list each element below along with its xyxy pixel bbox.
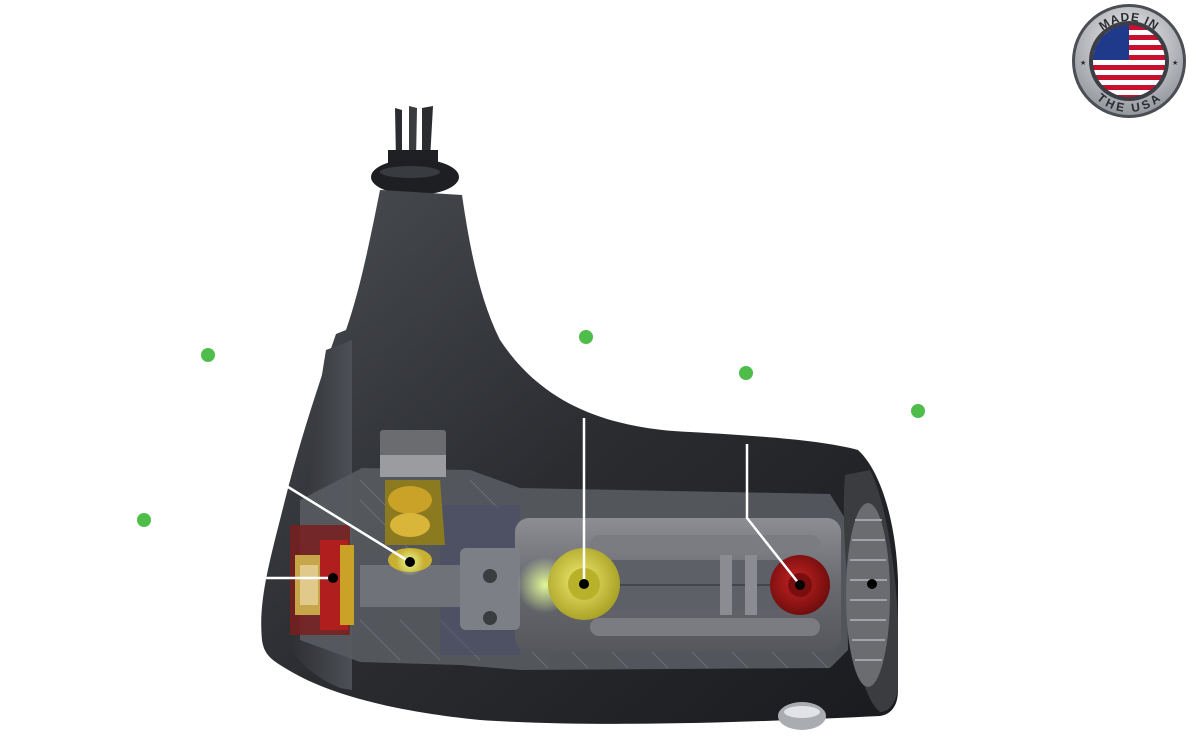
hotspot-marker-5[interactable] — [911, 404, 925, 418]
badge-top-text: MADE IN — [1096, 10, 1161, 33]
star-icon: ★ — [1172, 59, 1178, 67]
star-icon: ★ — [1080, 59, 1086, 67]
hotspot-marker-4[interactable] — [739, 366, 753, 380]
nut-assembly — [290, 525, 354, 635]
hotspot-marker-2[interactable] — [137, 513, 151, 527]
svg-text:MADE IN: MADE IN — [1096, 10, 1162, 33]
stem-tips — [388, 106, 438, 164]
us-flag-icon — [1093, 25, 1165, 97]
check-valve — [380, 430, 446, 572]
made-in-usa-badge: MADE IN THE USA ★ ★ — [1072, 4, 1186, 118]
callout-lines — [258, 418, 801, 586]
hotspot-marker-1[interactable] — [201, 348, 215, 362]
callout-anchors — [328, 557, 877, 590]
hotspot-marker-3[interactable] — [579, 330, 593, 344]
